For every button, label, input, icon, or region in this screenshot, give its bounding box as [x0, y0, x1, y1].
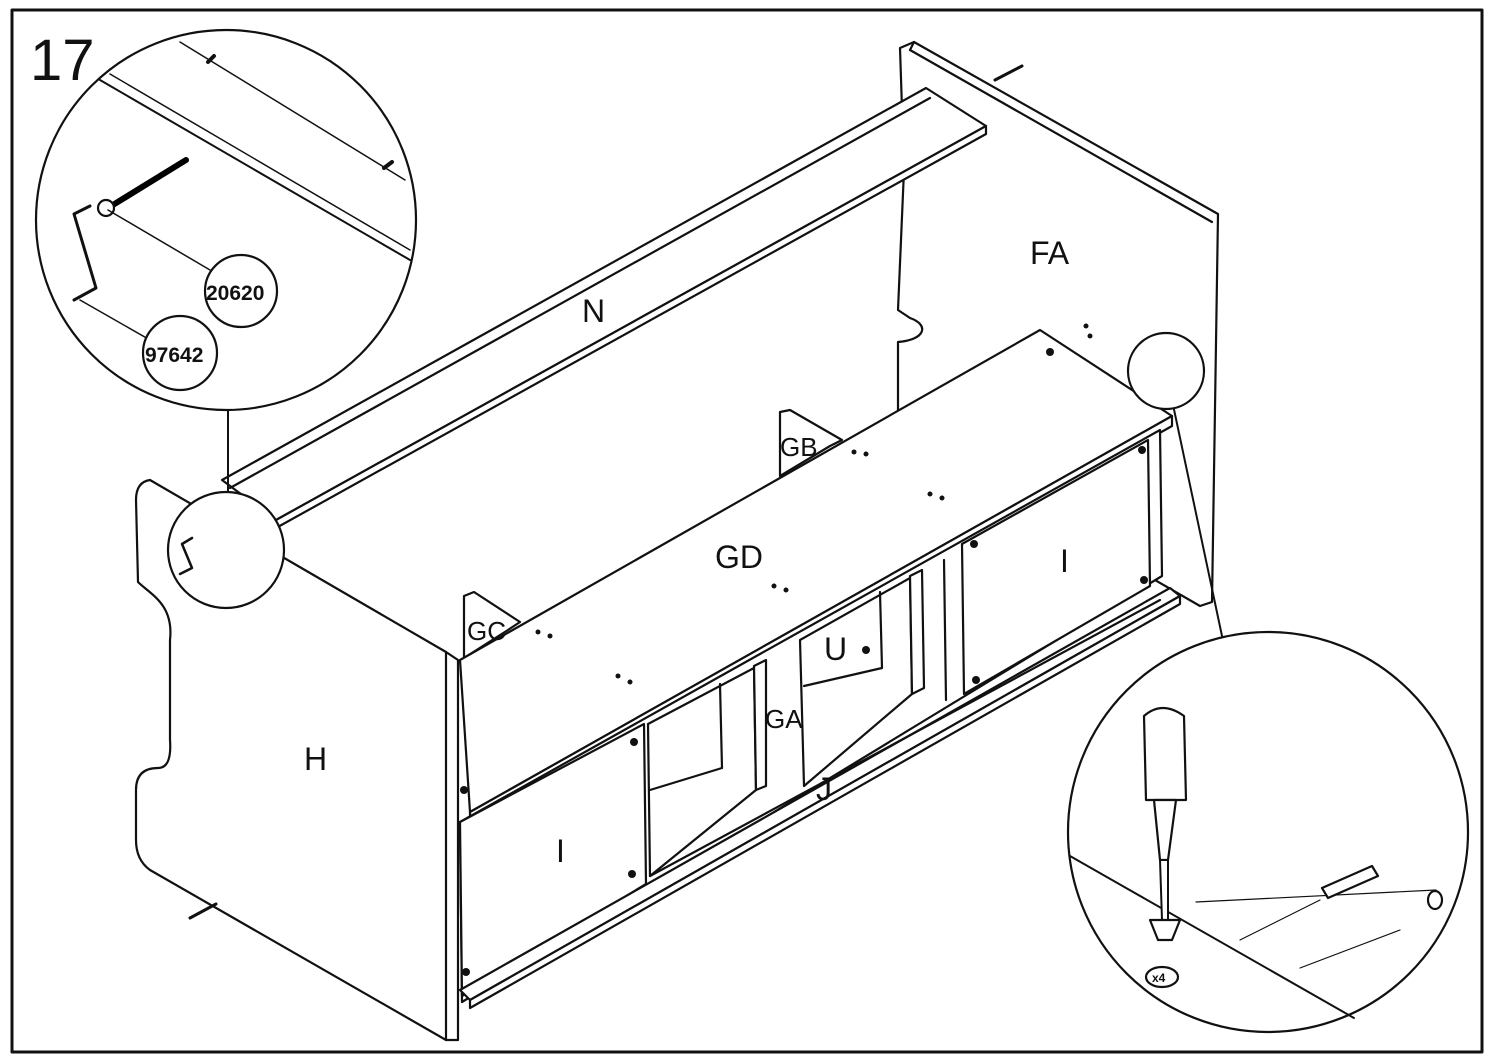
divider-gb	[778, 408, 844, 478]
hole-dots	[460, 323, 1148, 976]
part-label-gd: GD	[715, 539, 763, 575]
part-label-j: J	[816, 771, 832, 807]
part-label-ga: GA	[765, 704, 803, 734]
side-panel-h	[134, 478, 460, 1042]
divider-ga	[752, 658, 768, 792]
pin-top	[993, 64, 1024, 82]
door-right-i	[960, 438, 1152, 696]
detail-circle-bolt	[34, 28, 418, 412]
hardware-code-wrench: 97642	[145, 344, 203, 367]
part-label-fa: FA	[1030, 235, 1070, 271]
detail-circle-right	[1126, 331, 1206, 411]
part-label-gb: GB	[780, 432, 818, 462]
pin-bottom	[188, 902, 218, 920]
part-label-i-left: I	[556, 833, 565, 869]
hardware-code-bolt: 20620	[206, 282, 264, 305]
detail-circle-screwdriver	[1066, 630, 1470, 1034]
quantity-badge	[1144, 965, 1180, 989]
callout-97642	[141, 314, 219, 392]
detail-circle-left	[166, 490, 286, 610]
quantity-mark: x4	[1152, 971, 1166, 985]
part-label-h: H	[304, 741, 327, 777]
part-label-n: N	[582, 293, 605, 329]
step-number: 17	[30, 28, 95, 93]
part-label-i-right: I	[1060, 543, 1069, 579]
diagram-frame	[10, 8, 1484, 1054]
callout-20620	[203, 253, 279, 329]
part-label-u: U	[824, 631, 847, 667]
part-label-gc: GC	[467, 616, 506, 646]
divider-gc	[462, 590, 522, 660]
